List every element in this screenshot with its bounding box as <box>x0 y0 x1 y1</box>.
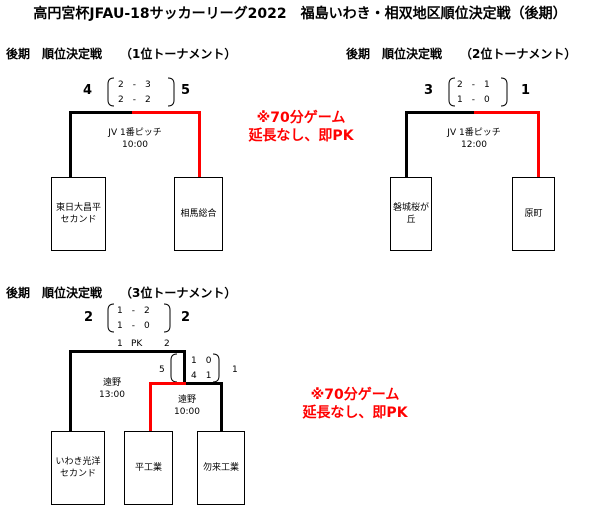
final-venue: 遠野 <box>102 378 121 388</box>
final-time: 13:00 <box>99 390 125 400</box>
team-box: いわき光洋 セカンド <box>51 431 105 505</box>
bracket-line-winner <box>132 111 201 114</box>
bracket-line-left <box>69 111 132 114</box>
bracket-line-winner <box>198 111 201 178</box>
match-time: 10:00 <box>122 140 148 150</box>
team-box: 原町 <box>512 177 555 251</box>
bracket-line-winner <box>405 111 408 178</box>
semi-left-score: 5 <box>159 365 165 375</box>
bracket-line-left <box>69 350 132 353</box>
pk-right-score: 2 <box>164 339 170 349</box>
right-total-score: 1 <box>521 83 531 98</box>
match-venue: JV 1番ピッチ <box>108 128 162 138</box>
first-half-score: 2 - 1 <box>457 80 490 90</box>
semi-second-half-score: 4 1 <box>191 371 212 381</box>
team-box: 勿来工業 <box>197 431 245 505</box>
final-right-score: 2 <box>181 310 191 325</box>
team-box: 東日大昌平 セカンド <box>51 177 106 251</box>
semi-first-half-score: 1 0 <box>191 356 212 366</box>
final-left-score: 2 <box>84 310 94 325</box>
bracket-line-semi-right <box>220 382 223 432</box>
final-first-half-score: 1 - 2 <box>117 306 150 316</box>
match-time: 12:00 <box>461 140 487 150</box>
left-total-score: 4 <box>83 83 93 98</box>
bracket-line-final-right <box>183 350 186 383</box>
bracket-line-winner <box>149 382 152 432</box>
bracket-line-final-right <box>132 350 186 353</box>
half-scores-bracket <box>448 77 508 107</box>
rule-note-line: ※70分ゲーム <box>256 110 346 126</box>
second-half-score: 1 - 0 <box>457 95 490 105</box>
rule-note-line: ※70分ゲーム <box>310 387 400 403</box>
bracket-line-winner <box>405 111 474 114</box>
pk-left-score: 1 <box>117 339 123 349</box>
second-half-score: 2 - 2 <box>118 95 151 105</box>
first-half-score: 2 - 3 <box>118 80 151 90</box>
team-box: 平工業 <box>124 431 173 505</box>
team-box: 磐城桜が丘 <box>390 177 432 251</box>
rule-note-1: ※70分ゲーム 延長なし、即PK <box>236 109 366 145</box>
rule-note-line: 延長なし、即PK <box>248 128 354 144</box>
left-total-score: 3 <box>424 83 434 98</box>
pk-label: PK <box>131 339 143 349</box>
match-venue: JV 1番ピッチ <box>447 128 501 138</box>
bracket-line-right <box>474 111 540 114</box>
bracket-line-left <box>69 350 72 432</box>
right-total-score: 5 <box>181 83 191 98</box>
section-heading: 後期 順位決定戦 （3位トーナメント） <box>6 286 237 300</box>
bracket-line-right <box>537 111 540 178</box>
semi-time: 10:00 <box>174 407 200 417</box>
half-scores-bracket <box>107 77 175 107</box>
final-half-scores-bracket <box>107 303 171 333</box>
semi-venue: 遠野 <box>177 395 196 405</box>
semi-right-score: 1 <box>232 365 238 375</box>
semi-half-scores-bracket <box>170 353 220 383</box>
page-title: 高円宮杯JFAU-18サッカーリーグ2022 福島いわき・相双地区順位決定戦（後… <box>33 6 567 22</box>
bracket-line-left <box>69 111 72 178</box>
rule-note-line: 延長なし、即PK <box>302 405 408 421</box>
bracket-line-winner <box>149 382 186 385</box>
team-box: 相馬総合 <box>174 177 223 251</box>
section-heading: 後期 順位決定戦 （2位トーナメント） <box>346 47 577 61</box>
bracket-line-semi-right <box>186 382 223 385</box>
rule-note-2: ※70分ゲーム 延長なし、即PK <box>290 386 420 422</box>
final-second-half-score: 1 - 0 <box>117 321 150 331</box>
section-heading: 後期 順位決定戦 （1位トーナメント） <box>6 47 237 61</box>
